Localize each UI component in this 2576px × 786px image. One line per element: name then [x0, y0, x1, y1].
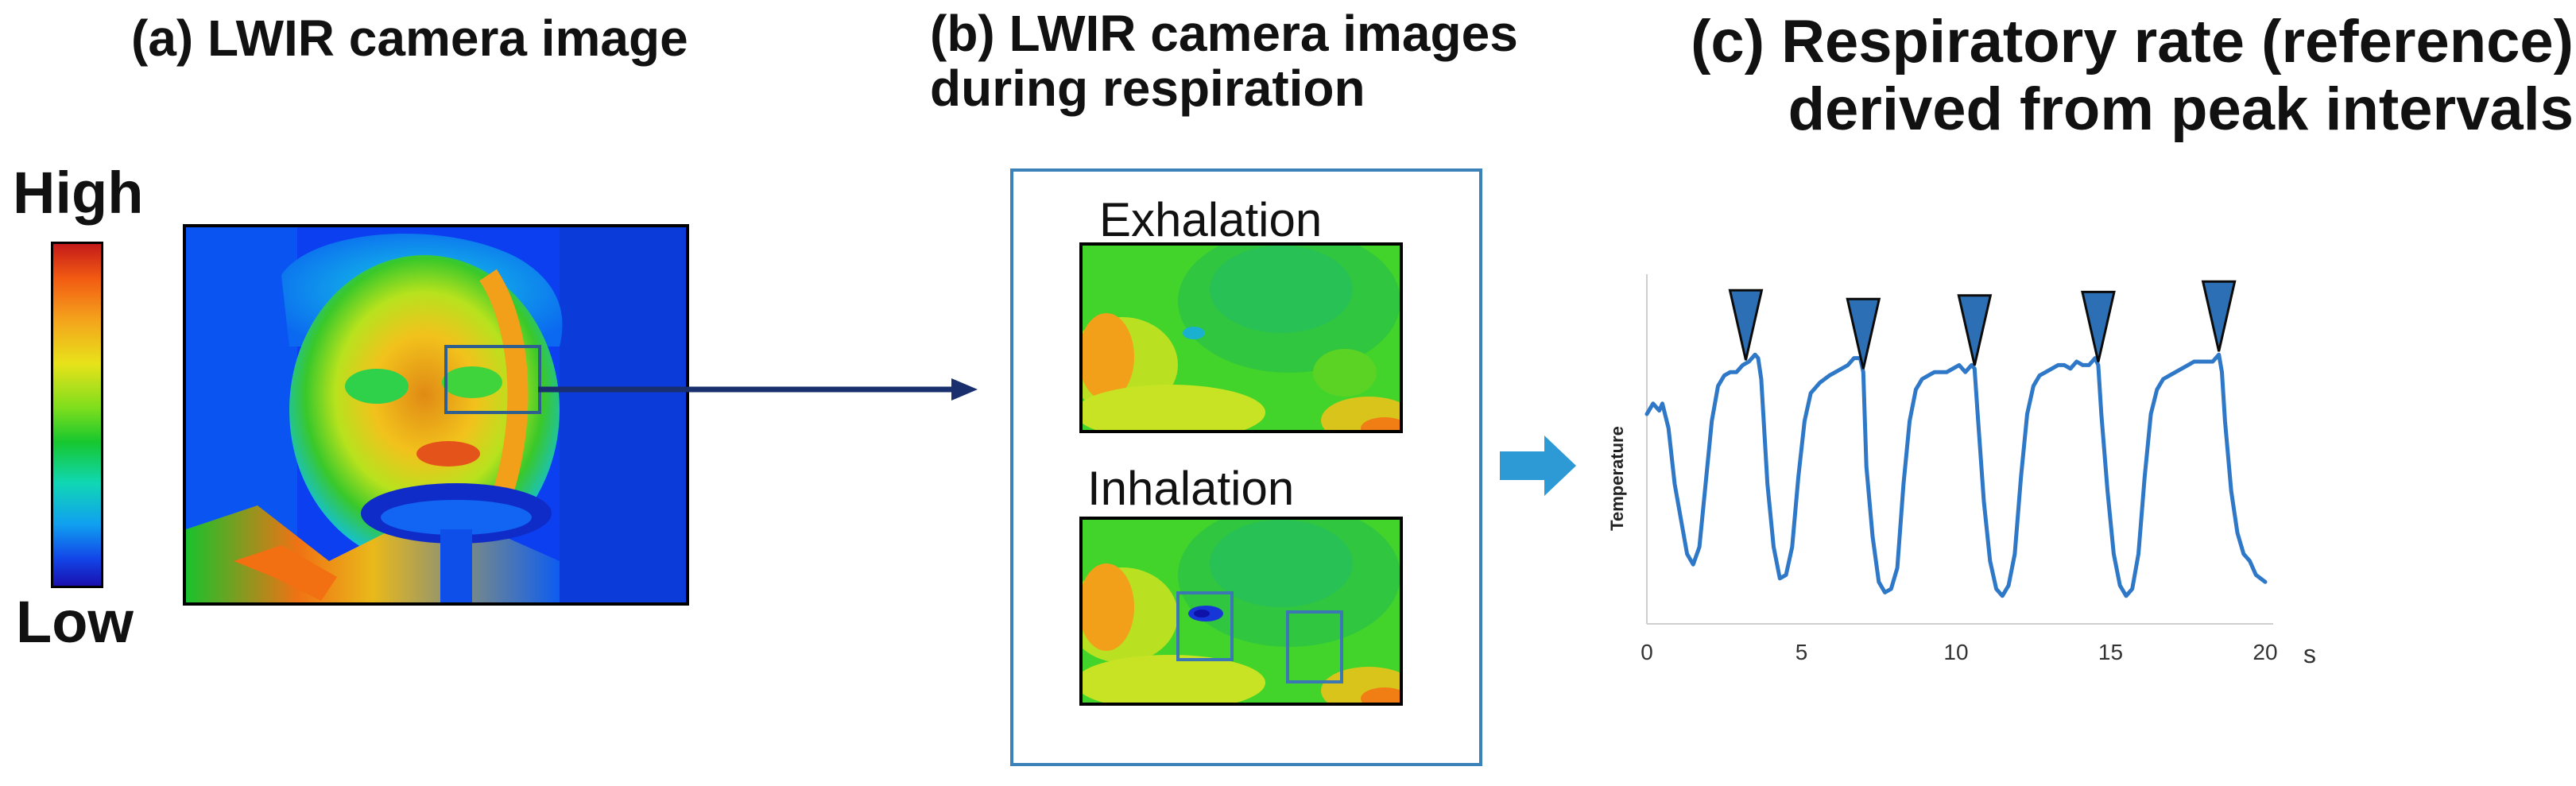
panel-a-title: (a) LWIR camera image [131, 10, 688, 67]
respiration-frame [1010, 168, 1482, 766]
panel-c-title-line2: derived from peak intervals [1788, 76, 2574, 144]
panel-b-title-line2: during respiration [930, 60, 1365, 118]
flow-arrow [1500, 436, 1576, 496]
peak-marker [2201, 280, 2237, 352]
panel-c-title: (c) Respiratory rate (reference) derived… [1652, 8, 2574, 143]
nose-roi-box [444, 345, 541, 414]
x-axis-unit: s [2303, 640, 2316, 668]
peak-marker [2081, 290, 2116, 362]
right-nostril-roi-box [1286, 610, 1343, 683]
x-tick-label: 20 [2253, 640, 2277, 664]
x-tick-label: 15 [2098, 640, 2123, 664]
inhalation-label: Inhalation [1087, 462, 1295, 515]
x-tick-label: 0 [1641, 640, 1653, 664]
exhalation-label: Exhalation [1099, 193, 1323, 246]
peak-marker [1957, 294, 1993, 366]
peak-marker [1728, 288, 1764, 361]
x-tick-label: 5 [1795, 640, 1808, 664]
temperature-signal-line [1644, 352, 2268, 598]
respiration-chart: Temperature 0 5 10 15 20 s [1607, 274, 2316, 668]
connector-arrow [538, 378, 978, 401]
colorbar [51, 242, 103, 588]
panel-b-title: (b) LWIR camera images during respiratio… [930, 6, 1518, 116]
lwir-face-image [183, 224, 689, 606]
inhalation-image [1079, 517, 1403, 706]
peak-marker [1846, 297, 1881, 370]
panel-c-title-line1: (c) Respiratory rate (reference) [1691, 8, 2574, 76]
x-tick-label: 10 [1943, 640, 1968, 664]
y-axis-label: Temperature [1607, 426, 1627, 531]
exhalation-image [1079, 242, 1403, 433]
left-nostril-roi-box [1176, 591, 1234, 661]
panel-b-title-line1: (b) LWIR camera images [930, 5, 1518, 62]
colorbar-low-label: Low [16, 589, 134, 655]
colorbar-high-label: High [13, 160, 144, 226]
